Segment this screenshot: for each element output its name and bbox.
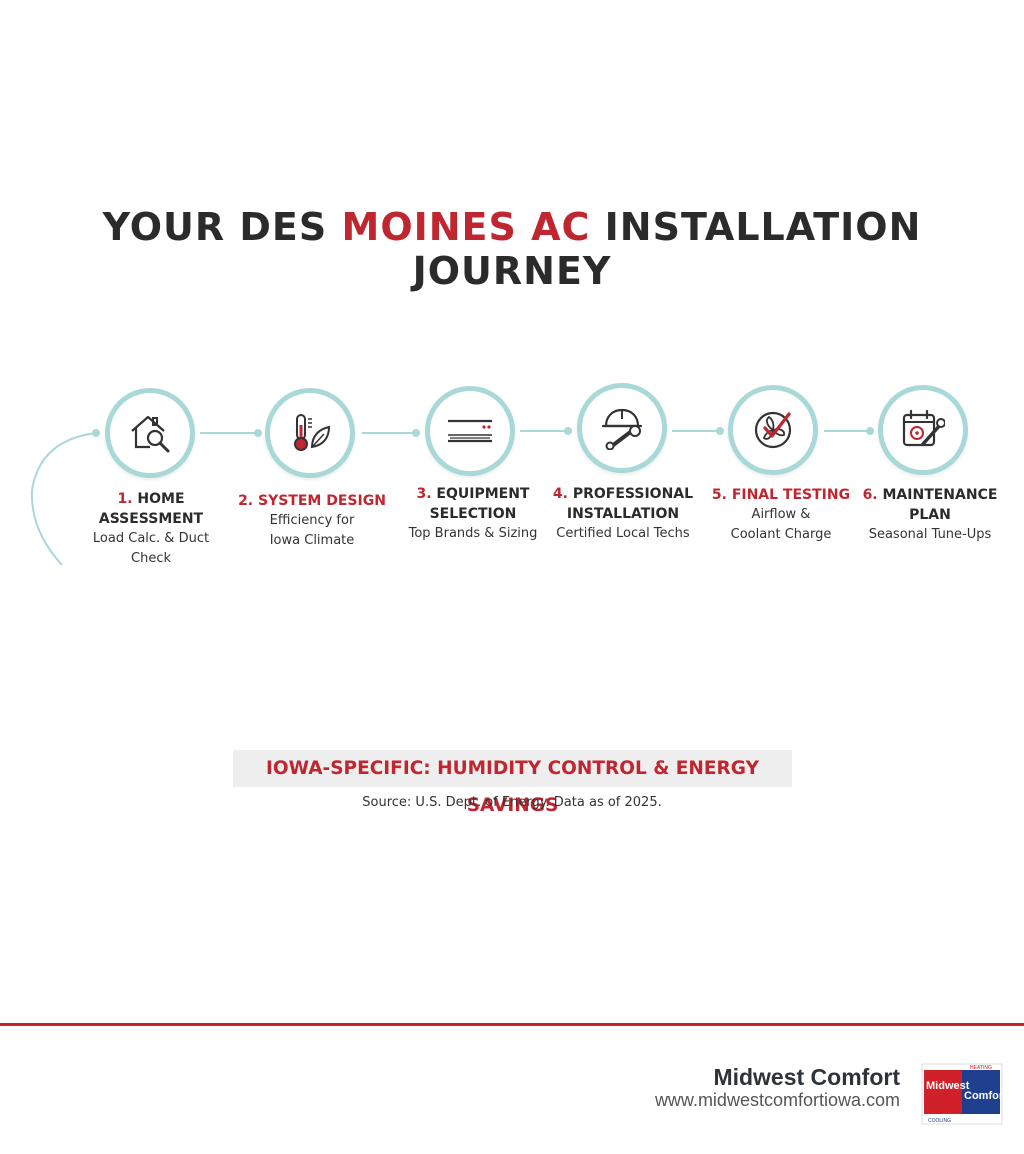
step-5-description-line-2: Coolant Charge	[730, 527, 832, 542]
step-3-title: 3. EQUIPMENT	[398, 484, 548, 504]
step-2-number: 2.	[238, 493, 254, 509]
title-accent: MOINES AC	[341, 205, 591, 249]
step-6: 6. MAINTENANCE PLAN Seasonal Tune-Ups	[855, 485, 1005, 545]
step-4: 4. PROFESSIONAL INSTALLATION Certified L…	[548, 484, 698, 544]
step-1-description: Load Calc. & Duct Check	[92, 531, 210, 566]
step-3-title-line-1: EQUIPMENT	[436, 486, 530, 502]
thermometer-leaf-icon	[294, 414, 331, 451]
step-1-title-line-1: HOME	[137, 491, 185, 507]
step-6-description: Seasonal Tune-Ups	[868, 527, 992, 542]
step-2-description-line-2: Iowa Climate	[269, 533, 355, 548]
iowa-banner: IOWA-SPECIFIC: HUMIDITY CONTROL & ENERGY…	[233, 750, 792, 816]
journey-connector	[30, 427, 874, 566]
step-5-description-line-1: Airflow &	[751, 507, 811, 522]
step-2: 2. SYSTEM DESIGN Efficiency for Iowa Cli…	[237, 491, 387, 551]
step-1-title-line-2: ASSESSMENT	[98, 511, 204, 527]
step-3-title-line-2: SELECTION	[429, 506, 517, 522]
step-6-title: 6. MAINTENANCE	[855, 485, 1005, 505]
step-5-number: 5.	[711, 487, 727, 503]
step-2-circle	[265, 388, 355, 478]
step-1-number: 1.	[117, 491, 133, 507]
midwest-comfort-logo: Midwest Comfort HEATING COOLING	[921, 1063, 1004, 1125]
svg-text:HEATING: HEATING	[970, 1065, 992, 1071]
calendar-tools-icon	[902, 409, 945, 447]
hardhat-wrench-icon	[601, 408, 643, 450]
step-4-title-line-1: PROFESSIONAL	[572, 486, 694, 502]
fan-check-icon	[754, 411, 792, 449]
step-5: 5. FINAL TESTING Airflow & Coolant Charg…	[706, 485, 856, 545]
step-2-description-line-1: Efficiency for	[269, 513, 355, 528]
step-6-number: 6.	[862, 487, 878, 503]
step-6-title-line-2: PLAN	[909, 507, 951, 523]
step-1: 1. HOME ASSESSMENT Load Calc. & Duct Che…	[76, 489, 226, 569]
step-6-title-line-1: MAINTENANCE	[882, 487, 998, 503]
step-1-circle	[105, 388, 195, 478]
step-6-circle	[878, 385, 968, 475]
source-note: Source: U.S. Dept. of Energy. Data as of…	[362, 795, 662, 810]
step-2-title: 2. SYSTEM DESIGN	[237, 491, 387, 511]
ac-unit-icon	[448, 419, 492, 443]
title-part-1: YOUR DES	[102, 205, 342, 249]
step-2-title-line-1: SYSTEM DESIGN	[258, 493, 386, 509]
step-4-title: 4. PROFESSIONAL	[548, 484, 698, 504]
step-1-title: 1. HOME	[76, 489, 226, 509]
brand-url[interactable]: www.midwestcomfortiowa.com	[654, 1090, 900, 1110]
step-3-number: 3.	[416, 486, 432, 502]
step-3-circle	[425, 386, 515, 476]
footer-divider	[0, 1023, 1024, 1026]
step-3-description: Top Brands & Sizing	[408, 526, 538, 541]
svg-text:Comfort: Comfort	[964, 1090, 1004, 1102]
step-5-title-line-1: FINAL TESTING	[731, 487, 851, 503]
step-5-title: 5. FINAL TESTING	[706, 485, 856, 505]
house-magnifier-icon	[131, 415, 170, 453]
title-part-2: INSTALLATION JOURNEY	[412, 205, 922, 293]
step-5-circle	[728, 385, 818, 475]
step-4-title-line-2: INSTALLATION	[566, 506, 680, 522]
step-4-number: 4.	[552, 486, 568, 502]
page-title: YOUR DES MOINES AC INSTALLATION JOURNEY	[0, 205, 1024, 293]
step-4-description: Certified Local Techs	[556, 526, 690, 541]
step-4-circle	[577, 383, 667, 473]
brand-name: Midwest Comfort	[713, 1064, 900, 1090]
step-3: 3. EQUIPMENT SELECTION Top Brands & Sizi…	[398, 484, 548, 544]
svg-text:COOLING: COOLING	[928, 1118, 951, 1124]
svg-text:Midwest: Midwest	[926, 1080, 970, 1092]
